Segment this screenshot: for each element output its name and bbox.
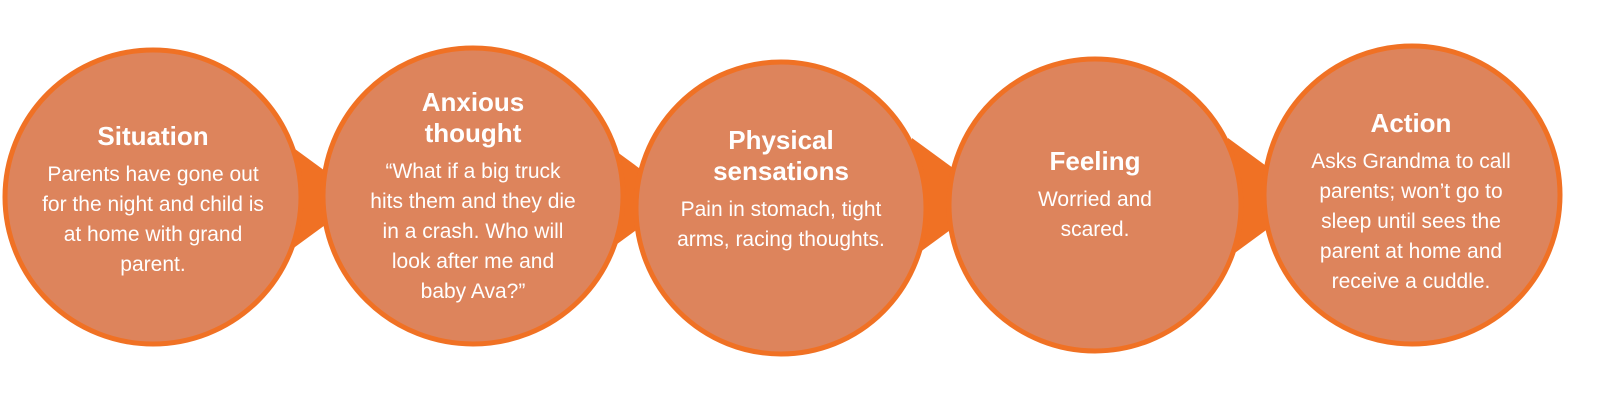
step-anxious-thought: Anxious thought “What if a big truck hit… [370, 62, 576, 332]
circle-anxious-thought [320, 45, 626, 347]
step-title: Feeling [1049, 145, 1141, 176]
circle-feeling [946, 56, 1244, 354]
step-feeling: Feeling Worried and scared. [1010, 135, 1180, 255]
step-title: Action [1370, 107, 1452, 138]
step-body: Pain in stomach, tight arms, racing thou… [677, 198, 885, 251]
circle-situation [2, 47, 304, 347]
circle-action [1261, 43, 1563, 347]
step-action: Action Asks Grandma to call parents; won… [1305, 82, 1517, 322]
step-title: Physical sensations [713, 125, 849, 186]
step-body: Worried and scared. [1037, 187, 1152, 241]
step-physical-sensations: Physical sensations Pain in stomach, tig… [675, 105, 887, 275]
circle-physical-sensations [633, 59, 929, 357]
step-situation: Situation Parents have gone out for the … [40, 95, 266, 305]
step-body: Parents have gone out for the night and … [42, 162, 264, 276]
step-body: “What if a big truck hits them and they … [370, 160, 576, 303]
step-title: Anxious thought [421, 87, 525, 148]
step-title: Situation [97, 120, 209, 151]
step-body: Asks Grandma to call parents; won’t go t… [1311, 149, 1511, 293]
